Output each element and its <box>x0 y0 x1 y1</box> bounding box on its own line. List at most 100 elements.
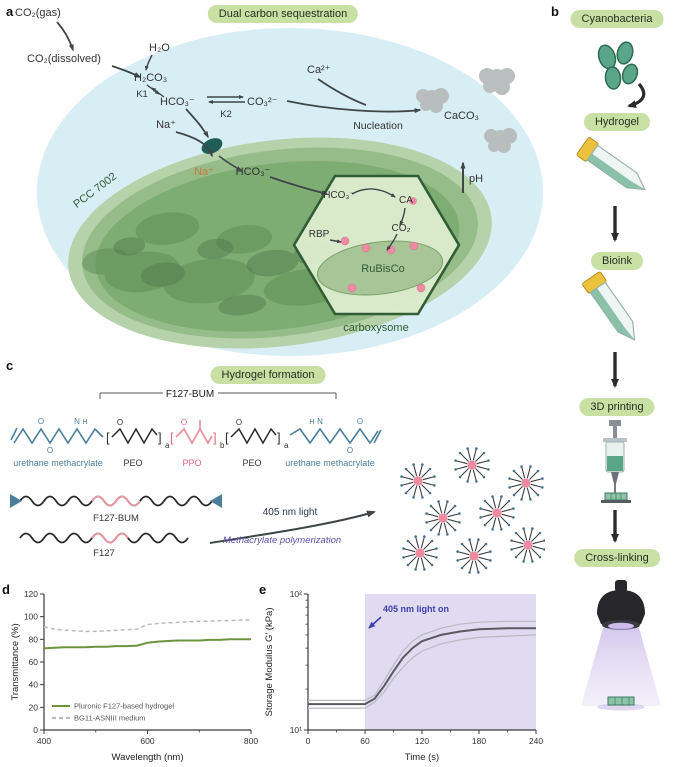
storage-modulus-chart: 0 60 120 180 240 10¹ 10² Time (s) Storage Modulu… <box>264 589 543 763</box>
atom-n: N <box>317 417 323 426</box>
svg-text:Wavelength (nm): Wavelength (nm) <box>112 752 184 763</box>
label-co2-dissolved: CO₂(dissolved) <box>27 53 101 65</box>
reaction-arrows <box>56 21 466 251</box>
panel-a-diagram: CO₂(gas) CO₂(dissolved) H₂O H₂CO₃ K1 HCO… <box>15 7 543 356</box>
panel-letter-b: b <box>551 4 559 19</box>
svg-text:120: 120 <box>415 736 429 746</box>
step-pill-cyanobacteria: Cyanobacteria <box>570 10 664 28</box>
svg-text:10²: 10² <box>290 589 302 599</box>
panel-b-workflow <box>576 41 661 711</box>
svg-text:Time (s): Time (s) <box>405 752 439 763</box>
svg-text:60: 60 <box>29 657 39 667</box>
label-hco3-cyto: HCO₃⁻ <box>236 166 271 178</box>
svg-text:240: 240 <box>529 736 543 746</box>
label-urethane-right: urethane methacrylate <box>285 458 375 468</box>
label-co2-gas: CO₂(gas) <box>15 7 61 19</box>
atom-h: H <box>82 419 87 426</box>
label-na-out: Na⁺ <box>156 119 176 131</box>
svg-text:600: 600 <box>140 736 154 746</box>
label-rubisco: RuBisCo <box>361 263 404 275</box>
panel-letter-a: a <box>6 4 14 19</box>
svg-text:800: 800 <box>244 736 258 746</box>
label-h2co3: H₂CO₃ <box>134 72 167 84</box>
svg-text:100: 100 <box>24 612 38 622</box>
rubp-molecules <box>340 197 426 293</box>
svg-text:405 nm light on: 405 nm light on <box>383 604 449 614</box>
label-urethane-left: urethane methacrylate <box>13 458 103 468</box>
label-polymer-name: F127-BUM <box>166 389 214 400</box>
bracket-close: ] <box>277 430 281 445</box>
label-nucleation: Nucleation <box>353 120 403 132</box>
micelle-cluster-icon <box>400 447 545 574</box>
svg-text:80: 80 <box>29 634 39 644</box>
svg-text:Pluronic F127-based hydrogel: Pluronic F127-based hydrogel <box>74 702 174 711</box>
panel-letter-d: d <box>2 582 10 597</box>
label-hco3-out: HCO₃⁻ <box>160 96 195 108</box>
label-peo-left: PEO <box>123 458 142 468</box>
label-ph: pH <box>469 173 483 185</box>
panel-a-title: Dual carbon sequestration <box>207 5 359 23</box>
bracket-close: ] <box>158 430 162 445</box>
label-light: 405 nm light <box>263 507 318 518</box>
label-k2: K2 <box>220 109 232 120</box>
label-rbp: RBP <box>309 229 330 240</box>
atom-o: O <box>117 418 123 427</box>
svg-text:0: 0 <box>306 736 311 746</box>
bicarbonate-transporter-icon <box>201 138 223 154</box>
label-f127: F127 <box>93 548 115 559</box>
label-h2o: H₂O <box>149 42 170 54</box>
subscript-b: b <box>220 441 225 450</box>
svg-text:Transmittance (%): Transmittance (%) <box>10 623 21 700</box>
panel-letter-e: e <box>259 582 267 597</box>
f127-chain-icon <box>19 532 189 544</box>
label-carboxysome: carboxysome <box>343 322 408 334</box>
uv-lamp-icon <box>581 580 661 711</box>
svg-text:120: 120 <box>24 589 38 599</box>
label-caco3: CaCO₃ <box>444 110 479 122</box>
label-f127bum: F127-BUM <box>93 513 139 524</box>
label-k1: K1 <box>136 89 148 100</box>
label-na-in: Na⁺ <box>194 166 214 178</box>
falcon-tube-icon <box>576 137 646 191</box>
svg-text:Storage Modulus G' (kPa): Storage Modulus G' (kPa) <box>264 608 275 717</box>
atom-n: N <box>74 417 80 426</box>
svg-text:10¹: 10¹ <box>290 725 302 735</box>
label-co2-carb: CO₂ <box>392 223 411 234</box>
label-mechanism: Methacrylate polymerization <box>223 535 341 546</box>
panel-c-diagram: F127-BUM O O N H [ O ] a [ O ] b [ <box>10 389 545 574</box>
caco3-precipitate-icon <box>416 68 517 153</box>
label-co3: CO₃²⁻ <box>247 96 278 108</box>
polymerization-arrow <box>209 510 376 544</box>
svg-text:180: 180 <box>472 736 486 746</box>
svg-text:40: 40 <box>29 680 39 690</box>
step-pill-bioink: Bioink <box>591 252 643 270</box>
step-pill-cross-linking: Cross-linking <box>574 549 660 567</box>
bracket-open: [ <box>225 430 229 445</box>
svg-text:60: 60 <box>360 736 370 746</box>
atom-o: O <box>38 417 44 426</box>
cyanobacteria-cells-icon <box>597 41 639 90</box>
label-ca-enzyme: CA <box>399 195 413 206</box>
step-pill-3d-printing: 3D printing <box>579 398 655 416</box>
falcon-tube-icon <box>582 271 636 341</box>
atom-o: O <box>357 417 363 426</box>
svg-text:BG11-ASNIII medium: BG11-ASNIII medium <box>74 714 146 723</box>
workflow-arrow-icon <box>627 82 646 109</box>
label-peo-right: PEO <box>242 458 261 468</box>
atom-o: O <box>181 418 187 427</box>
bracket-close: ] <box>213 430 217 445</box>
label-hco3-carb: HCO₃⁻ <box>323 190 355 201</box>
atom-o: O <box>236 418 242 427</box>
step-pill-hydrogel: Hydrogel <box>583 113 651 131</box>
rubisco-enzyme <box>316 240 444 296</box>
svg-text:20: 20 <box>29 702 39 712</box>
subscript-a: a <box>165 441 170 450</box>
subscript-a: a <box>284 441 289 450</box>
structure-overline <box>99 392 337 399</box>
bracket-open: [ <box>170 430 174 445</box>
bracket-open: [ <box>106 430 110 445</box>
panel-c-title: Hydrogel formation <box>210 366 326 384</box>
svg-text:0: 0 <box>33 725 38 735</box>
